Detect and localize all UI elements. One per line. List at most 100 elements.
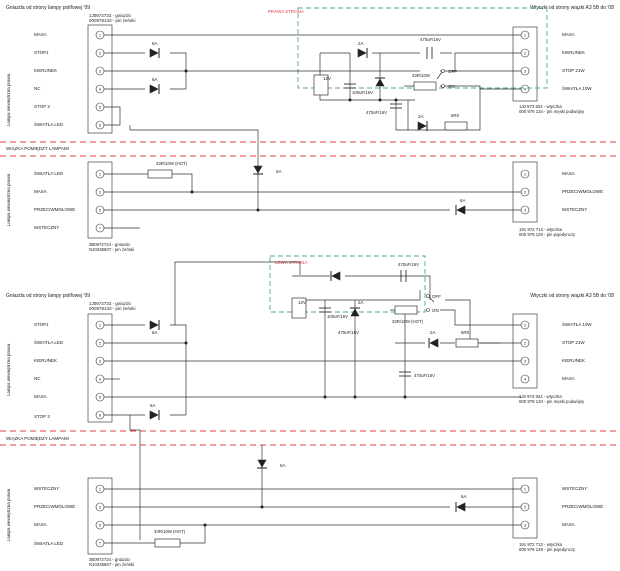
harness-top: WIĄZKA POMIĘDZY LAMPAMI Lampa wewnętrzna… <box>6 146 603 252</box>
side-box-label: PRAWA STRONA <box>268 9 304 14</box>
left-part: 3B0972724 - gniazdo <box>89 242 130 247</box>
capacitor: 100uF/16V <box>344 83 373 95</box>
diode-label: 2A <box>430 330 436 335</box>
diode: 2A <box>417 114 428 131</box>
svg-text:1: 1 <box>99 172 102 177</box>
resistor-label: 33R/10W (HOT) <box>392 319 424 324</box>
left-pin-label: NC <box>34 86 41 91</box>
diode: 6A <box>149 77 160 94</box>
harness-title: WIĄZKA POMIĘDZY LAMPAMI <box>6 436 69 441</box>
left-pin-label: ŚWIATŁA LED <box>34 338 64 345</box>
resistor: 6R8 <box>444 113 468 131</box>
switch: OFF ON <box>426 294 441 313</box>
right-part: 1J0 973 824 - wtyczka <box>519 394 562 399</box>
diode-label: 6A <box>152 330 158 335</box>
capacitor: 470uF/16V <box>420 37 441 59</box>
left-pin-label: MASA <box>34 522 47 527</box>
side-label: Lampa wewnętrzna prawa <box>6 488 11 541</box>
svg-text:1: 1 <box>99 487 102 492</box>
svg-text:1: 1 <box>524 487 527 492</box>
svg-text:2: 2 <box>524 505 527 510</box>
capacitor: 100uF/16V <box>319 307 348 319</box>
svg-text:1: 1 <box>524 323 527 328</box>
capacitor-label: 470uF/16V <box>414 373 435 378</box>
resistor: 6R8 <box>455 330 479 348</box>
capacitor-label: 470uF/16V <box>398 262 419 267</box>
right-part2: 000 979 134 - pin męski podwójny <box>519 399 585 404</box>
svg-text:3: 3 <box>99 359 102 364</box>
prawa-strona-box <box>297 7 548 89</box>
side-label: Lampa wewnętrzna prawa <box>6 343 11 396</box>
left-part: 3B0972724 - gniazdo <box>89 557 130 562</box>
left-pin-label: MASA <box>34 32 47 37</box>
right-pin-label: WSTECZNY <box>562 486 587 491</box>
svg-text:1: 1 <box>524 172 527 177</box>
harness-bottom: WIĄZKA POMIĘDZY LAMPAMI Lampa wewnętrzna… <box>6 436 603 567</box>
svg-text:4: 4 <box>99 87 102 92</box>
right-pin-label: MASA <box>562 376 575 381</box>
diode: 6A <box>455 494 467 512</box>
left-pin-label: NC <box>34 376 41 381</box>
switch: OFF ON <box>436 69 457 89</box>
svg-text:7: 7 <box>99 541 102 546</box>
left-connector-box <box>87 24 113 134</box>
svg-text:3: 3 <box>99 505 102 510</box>
left-part2: N10335807 - pin żeński <box>89 562 134 567</box>
side-label: Lampa wewnętrzna prawa <box>6 73 11 126</box>
diode-label: 6A <box>152 41 158 46</box>
right-part: 1J0 973 824 - wtyczka <box>519 104 562 109</box>
diode-label: 2A <box>358 300 364 305</box>
svg-text:5: 5 <box>99 395 102 400</box>
right-pin-label: STOP 21W <box>562 68 585 73</box>
left-pin-label: KIERUNEK <box>34 68 57 73</box>
resistor-label: 6R8 <box>461 330 469 335</box>
left-connector-part2: 000979133 - pin żeński <box>89 306 136 311</box>
diode: 2A <box>428 330 439 348</box>
diode: 6A <box>149 41 160 58</box>
right-pin-label: PRZECIWMGŁOWE <box>562 189 603 194</box>
left-pin-label: STOP 2 <box>34 104 50 109</box>
right-part: 191 972 713 - wtyczka <box>519 227 563 232</box>
regulator: 12V <box>313 74 331 96</box>
left-pin-label: PRZECIWMGŁOWE <box>34 207 75 212</box>
regulator-label: 12V <box>323 76 331 81</box>
left-connector-part: 1J0973733 - gniazdo <box>89 301 132 306</box>
diode: 6A <box>149 320 160 335</box>
resistor-label: 33R/10W (HOT) <box>156 161 188 166</box>
svg-text:2: 2 <box>524 51 527 56</box>
right-part: 191 972 713 - wtyczka <box>519 542 563 547</box>
capacitor: 470uF/16V <box>338 330 359 335</box>
left-pin-label: PRZECIWMGŁOWE <box>34 504 75 509</box>
svg-text:3: 3 <box>99 190 102 195</box>
switch-on-label: ON <box>432 308 439 313</box>
svg-text:5: 5 <box>99 105 102 110</box>
left-pin-label: STOP1 <box>34 50 49 55</box>
diode-label: 2A <box>358 41 364 46</box>
resistor: 33R/10W (HOT) <box>154 529 186 548</box>
regulator-label: 12V <box>298 300 306 305</box>
capacitor: 470uF/16V <box>366 103 402 115</box>
svg-text:5: 5 <box>99 208 102 213</box>
left-pin-label: ŚWIATŁA LED <box>34 539 64 546</box>
right-part2: 000 979 129 - pin pojedynczy <box>519 232 576 237</box>
right-part2: 000 979 129 - pin pojedynczy <box>519 547 576 552</box>
svg-text:1: 1 <box>99 33 102 38</box>
right-pin-label: STOP 21W <box>562 340 585 345</box>
diode: 6A <box>149 403 160 420</box>
left-pin-label: MASA <box>34 394 47 399</box>
svg-text:2: 2 <box>99 51 102 56</box>
harness-title: WIĄZKA POMIĘDZY LAMPAMI <box>6 146 69 151</box>
svg-text:4: 4 <box>524 377 527 382</box>
left-pin-label: WSTECZNY <box>34 486 59 491</box>
diode <box>330 271 341 281</box>
switch-off-label: OFF <box>432 294 441 299</box>
right-pin-label: ŚWIATŁA 10W <box>562 84 592 91</box>
svg-text:2: 2 <box>524 190 527 195</box>
left-part2: N10335807 - pin żeński <box>89 247 134 252</box>
resistor-label: 33R/10W <box>412 73 431 78</box>
svg-text:1: 1 <box>99 323 102 328</box>
diode: 6A <box>253 165 282 175</box>
section-bottom: Gniazda od strony lampy polifowej '09 1J… <box>6 255 614 540</box>
capacitor-label: 100uF/16V <box>327 314 348 319</box>
